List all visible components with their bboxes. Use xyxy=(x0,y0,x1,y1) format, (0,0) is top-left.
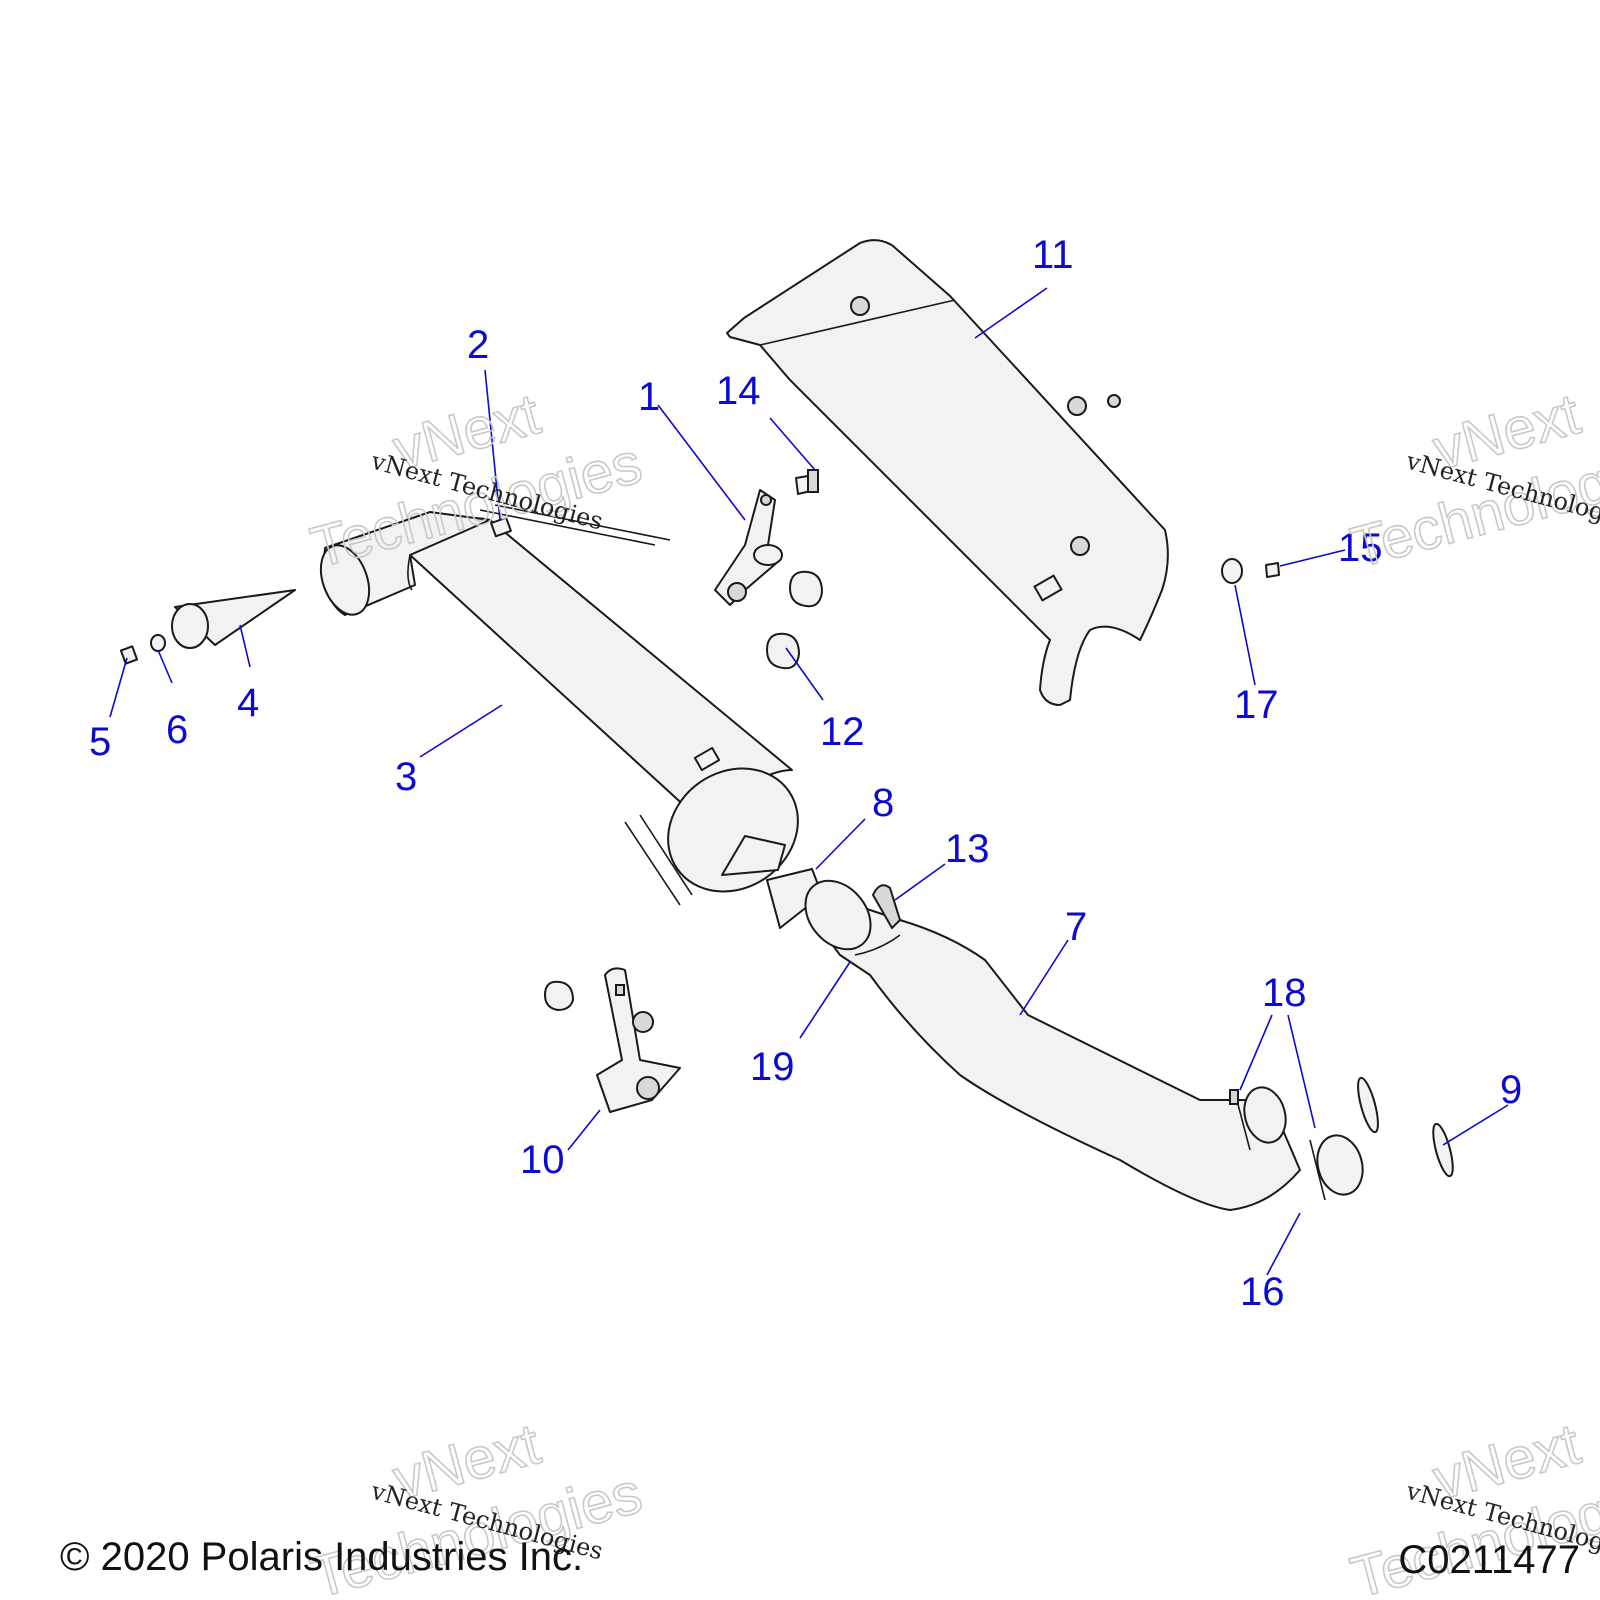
callout-2: 2 xyxy=(467,323,489,367)
callout-11: 11 xyxy=(1032,233,1074,277)
callout-6: 6 xyxy=(166,708,188,752)
mounting-bracket-part xyxy=(714,489,783,606)
callout-13: 13 xyxy=(945,827,990,871)
callout-17: 17 xyxy=(1234,683,1279,727)
watermark-top-right: vNext Technologies vNext Technologies xyxy=(1344,381,1600,582)
lower-bracket-part xyxy=(596,967,681,1113)
leader-lines xyxy=(109,287,1509,1276)
muffler-part xyxy=(319,504,799,906)
callout-7: 7 xyxy=(1065,905,1087,949)
copyright-text: © 2020 Polaris Industries Inc. xyxy=(60,1535,583,1579)
callout-3: 3 xyxy=(395,755,417,799)
head-pipe-part xyxy=(804,879,1364,1211)
callout-9: 9 xyxy=(1500,1068,1522,1112)
callout-12: 12 xyxy=(820,710,865,754)
screw-part xyxy=(119,645,139,665)
bolt-part xyxy=(795,469,819,495)
washer-part xyxy=(150,634,166,652)
shield-washer-part xyxy=(1221,558,1243,584)
figure-id: C0211477 xyxy=(1398,1538,1580,1582)
heat-shield-part xyxy=(726,239,1169,706)
callout-4: 4 xyxy=(237,681,259,725)
callout-14: 14 xyxy=(716,369,761,413)
hanger-tube-part xyxy=(490,516,512,538)
callout-18: 18 xyxy=(1262,971,1307,1015)
spark-arrestor-part xyxy=(171,589,296,649)
callout-labels: 1 2 3 4 5 6 7 8 9 10 11 12 13 14 15 16 1… xyxy=(89,233,1522,1314)
callout-10: 10 xyxy=(520,1138,565,1182)
callout-16: 16 xyxy=(1240,1270,1285,1314)
callout-15: 15 xyxy=(1338,526,1383,570)
grommet-part xyxy=(544,570,823,1011)
callout-5: 5 xyxy=(89,720,111,764)
callout-19: 19 xyxy=(750,1045,795,1089)
callout-8: 8 xyxy=(872,781,894,825)
shield-screw-part xyxy=(1265,562,1280,578)
callout-1: 1 xyxy=(638,375,660,419)
exhaust-gasket-part xyxy=(1357,1076,1454,1178)
